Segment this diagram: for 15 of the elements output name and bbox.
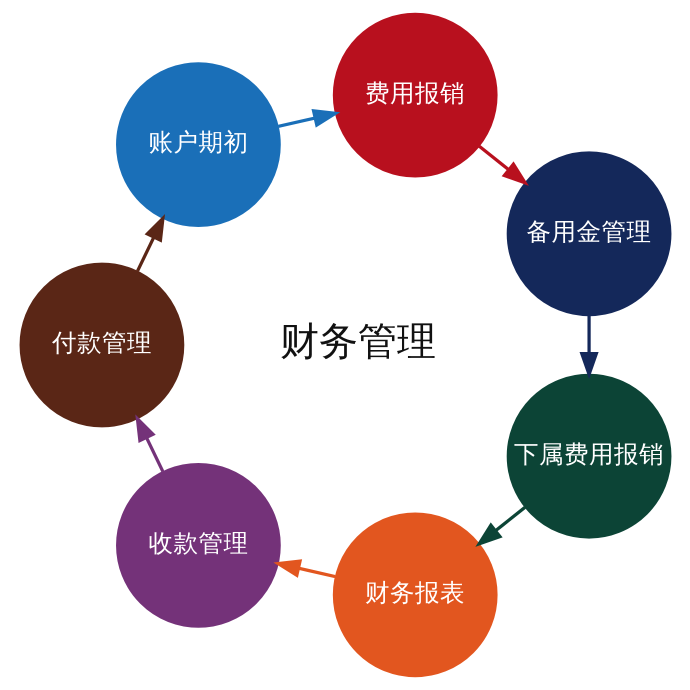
arrow [579, 316, 598, 380]
arrow [478, 145, 528, 186]
node-circle: 备用金管理 [506, 151, 671, 316]
arrow [134, 414, 164, 472]
node-circle: 账户期初 [116, 62, 280, 228]
arrow [272, 559, 335, 578]
node-circle: 付款管理 [19, 262, 184, 428]
node-circle: 下属费用报销 [506, 374, 671, 539]
arrow [474, 506, 526, 547]
arrow [136, 214, 165, 272]
label: 财务管理 [280, 320, 436, 365]
node-circle: 费用报销 [332, 12, 498, 178]
arrow [278, 109, 340, 128]
node-circle: 财务报表 [332, 512, 498, 678]
node-circle: 收款管理 [116, 462, 280, 628]
